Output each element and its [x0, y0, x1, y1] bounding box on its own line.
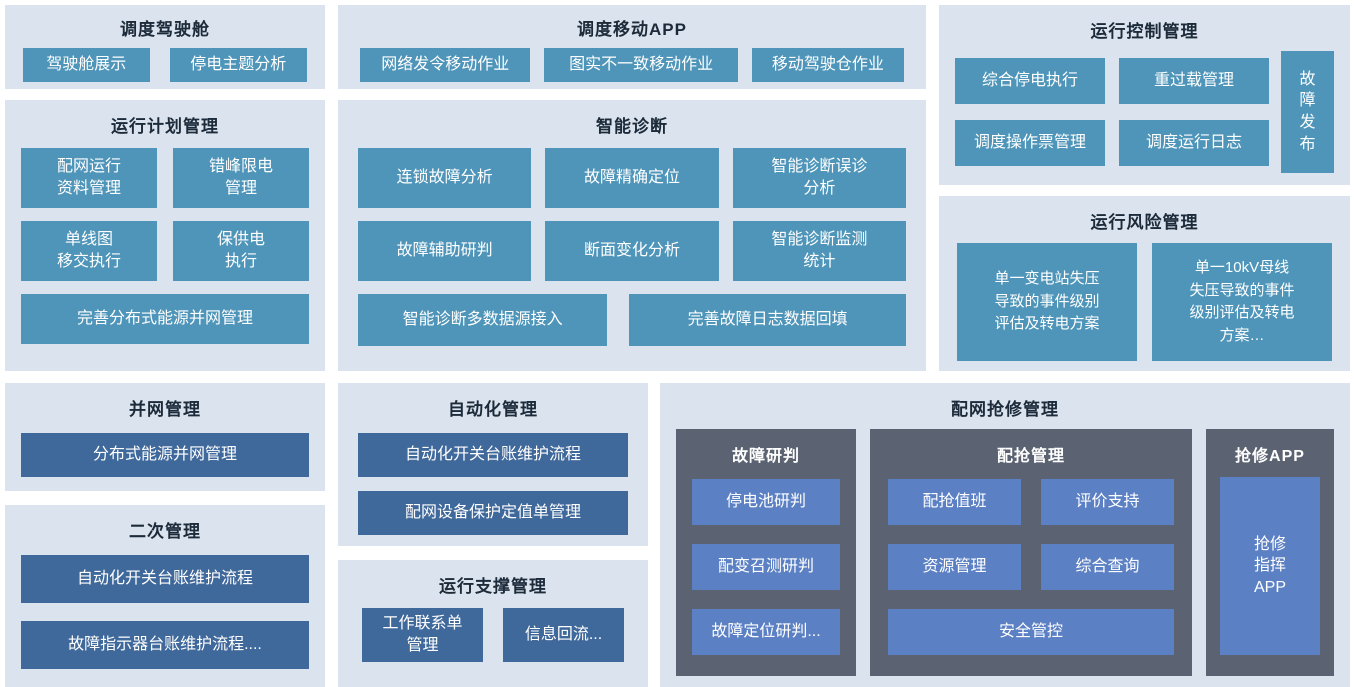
btn-info-backflow[interactable]: 信息回流...	[503, 608, 624, 662]
panel-operation-risk: 运行风险管理 单一变电站失压 导致的事件级别 评估及转电方案 单一10kV母线 …	[939, 196, 1350, 371]
btn-cascade-fault-analysis[interactable]: 连锁故障分析	[358, 148, 532, 208]
button-row: 网络发令移动作业 图实不一致移动作业 移动驾驶仓作业	[338, 40, 926, 82]
button-grid: 连锁故障分析 故障精确定位 智能诊断误诊 分析 故障辅助研判 断面变化分析 智能…	[338, 137, 926, 281]
btn-outage-theme-analysis[interactable]: 停电主题分析	[169, 48, 307, 82]
panel-title: 调度驾驶舱	[120, 20, 210, 39]
panel-title: 并网管理	[129, 400, 201, 419]
btn-section-change-analysis[interactable]: 断面变化分析	[545, 221, 719, 281]
subpanel-title: 抢修APP	[1235, 448, 1305, 465]
btn-cockpit-display[interactable]: 驾驶舱展示	[23, 48, 150, 82]
panel-operation-support: 运行支撑管理 工作联系单 管理 信息回流...	[338, 560, 648, 687]
subpanel-repair-app: 抢修APP 抢修 指挥 APP	[1206, 429, 1334, 676]
button-grid: 综合停电执行 重过载管理 调度操作票管理 调度运行日志	[955, 58, 1269, 166]
btn-comprehensive-query[interactable]: 综合查询	[1041, 544, 1174, 590]
btn-repair-duty[interactable]: 配抢值班	[888, 479, 1021, 525]
panel-title: 二次管理	[129, 522, 201, 541]
panel-operation-plan: 运行计划管理 配网运行 资料管理 错峰限电 管理 单线图 移交执行 保供电 执行…	[5, 100, 325, 371]
btn-fault-location-judgement[interactable]: 故障定位研判...	[692, 609, 840, 655]
btn-work-contact-sheet-mgmt[interactable]: 工作联系单 管理	[362, 608, 483, 662]
btn-mobile-cockpit-work[interactable]: 移动驾驶仓作业	[751, 48, 905, 82]
subpanel-row: 故障研判 停电池研判 配变召测研判 故障定位研判... 配抢管理 配抢值班 评价…	[660, 420, 1350, 676]
btn-distributed-energy-grid-mgmt[interactable]: 完善分布式能源并网管理	[21, 294, 309, 344]
btn-evaluation-support[interactable]: 评价支持	[1041, 479, 1174, 525]
button-row: 单一变电站失压 导致的事件级别 评估及转电方案 单一10kV母线 失压导致的事件…	[939, 233, 1350, 361]
panel-smart-diagnosis: 智能诊断 连锁故障分析 故障精确定位 智能诊断误诊 分析 故障辅助研判 断面变化…	[338, 100, 926, 371]
panel-title: 运行计划管理	[111, 117, 219, 136]
btn-protection-setting-sheet-mgmt[interactable]: 配网设备保护定值单管理	[358, 491, 628, 535]
btn-10kv-busbar-voltage-loss-plan[interactable]: 单一10kV母线 失压导致的事件 级别评估及转电 方案…	[1152, 243, 1332, 361]
button-row: 分布式能源并网管理	[5, 420, 325, 477]
btn-integrated-outage-exec[interactable]: 综合停电执行	[955, 58, 1105, 104]
btn-overload-mgmt[interactable]: 重过载管理	[1119, 58, 1269, 104]
btn-dispatch-run-log[interactable]: 调度运行日志	[1119, 120, 1269, 166]
btn-safety-control[interactable]: 安全管控	[888, 609, 1174, 655]
btn-transformer-call-test-judgement[interactable]: 配变召测研判	[692, 544, 840, 590]
btn-diagnosis-monitor-stats[interactable]: 智能诊断监测 统计	[732, 221, 906, 281]
btn-resource-mgmt[interactable]: 资源管理	[888, 544, 1021, 590]
panel-body: 综合停电执行 重过载管理 调度操作票管理 调度运行日志 故 障 发 布	[939, 42, 1350, 173]
panel-title: 运行风险管理	[1090, 213, 1199, 232]
btn-outage-judgement[interactable]: 停电池研判	[692, 479, 840, 525]
btn-auto-switch-ledger-process-secondary[interactable]: 自动化开关台账维护流程	[21, 555, 309, 603]
panel-title: 运行支撑管理	[439, 577, 547, 596]
btn-multi-datasource-access[interactable]: 智能诊断多数据源接入	[358, 294, 608, 346]
button-row: 智能诊断多数据源接入 完善故障日志数据回填	[338, 281, 926, 346]
subpanel-dispatch-repair-mgmt: 配抢管理 配抢值班 评价支持 资源管理 综合查询 安全管控	[870, 429, 1192, 676]
panel-title: 智能诊断	[596, 117, 668, 136]
btn-network-order-mobile-work[interactable]: 网络发令移动作业	[360, 48, 531, 82]
panel-title: 调度移动APP	[577, 20, 687, 39]
panel-title: 自动化管理	[448, 400, 538, 419]
panel-grid-connection: 并网管理 分布式能源并网管理	[5, 383, 325, 491]
btn-misdiagnosis-analysis[interactable]: 智能诊断误诊 分析	[732, 148, 906, 208]
panel-secondary-management: 二次管理 自动化开关台账维护流程 故障指示器台账维护流程....	[5, 505, 325, 687]
btn-distributed-energy-connection-mgmt[interactable]: 分布式能源并网管理	[21, 433, 309, 477]
button-grid: 配网运行 资料管理 错峰限电 管理 单线图 移交执行 保供电 执行	[5, 137, 325, 281]
btn-fault-assist-judgement[interactable]: 故障辅助研判	[358, 221, 532, 281]
btn-grid-operation-data-mgmt[interactable]: 配网运行 资料管理	[21, 148, 157, 208]
panel-operation-control: 运行控制管理 综合停电执行 重过载管理 调度操作票管理 调度运行日志 故 障 发…	[939, 5, 1350, 185]
btn-fault-log-backfill[interactable]: 完善故障日志数据回填	[629, 294, 906, 346]
btn-auto-switch-ledger-process[interactable]: 自动化开关台账维护流程	[358, 433, 628, 477]
button-row: 工作联系单 管理 信息回流...	[338, 597, 648, 662]
btn-power-supply-guarantee-exec[interactable]: 保供电 执行	[173, 221, 309, 281]
button-grid: 配抢值班 评价支持 资源管理 综合查询 安全管控	[870, 466, 1192, 655]
btn-dispatch-ticket-mgmt[interactable]: 调度操作票管理	[955, 120, 1105, 166]
btn-fault-publish[interactable]: 故 障 发 布	[1281, 51, 1334, 173]
button-row: 驾驶舱展示 停电主题分析	[5, 40, 325, 82]
button-column: 自动化开关台账维护流程 故障指示器台账维护流程....	[5, 542, 325, 669]
btn-fault-indicator-ledger-process[interactable]: 故障指示器台账维护流程....	[21, 621, 309, 669]
subpanel-title: 配抢管理	[996, 448, 1065, 465]
btn-peak-shaving-limit-mgmt[interactable]: 错峰限电 管理	[173, 148, 309, 208]
button-column: 停电池研判 配变召测研判 故障定位研判...	[676, 466, 856, 655]
btn-repair-command-app[interactable]: 抢修 指挥 APP	[1220, 477, 1320, 655]
panel-automation: 自动化管理 自动化开关台账维护流程 配网设备保护定值单管理	[338, 383, 648, 546]
panel-repair-management: 配网抢修管理 故障研判 停电池研判 配变召测研判 故障定位研判... 配抢管理 …	[660, 383, 1350, 687]
panel-title: 运行控制管理	[1090, 22, 1199, 41]
panel-title: 配网抢修管理	[951, 400, 1059, 419]
btn-fault-precise-location[interactable]: 故障精确定位	[545, 148, 719, 208]
btn-substation-voltage-loss-plan[interactable]: 单一变电站失压 导致的事件级别 评估及转电方案	[957, 243, 1137, 361]
subpanel-fault-judgement: 故障研判 停电池研判 配变召测研判 故障定位研判...	[676, 429, 856, 676]
panel-dispatch-cockpit: 调度驾驶舱 驾驶舱展示 停电主题分析	[5, 5, 325, 89]
button-column: 自动化开关台账维护流程 配网设备保护定值单管理	[338, 420, 648, 535]
subpanel-title: 故障研判	[731, 448, 800, 465]
panel-dispatch-mobile-app: 调度移动APP 网络发令移动作业 图实不一致移动作业 移动驾驶仓作业	[338, 5, 926, 89]
btn-single-line-diagram-transfer[interactable]: 单线图 移交执行	[21, 221, 157, 281]
btn-graph-mismatch-mobile-work[interactable]: 图实不一致移动作业	[544, 48, 738, 82]
